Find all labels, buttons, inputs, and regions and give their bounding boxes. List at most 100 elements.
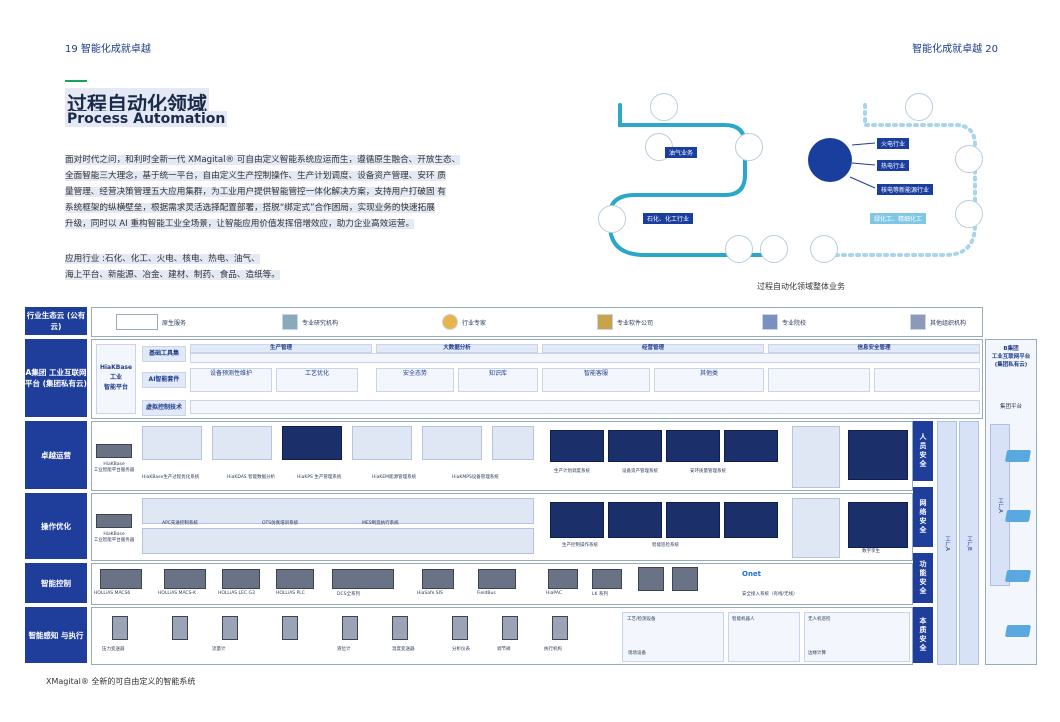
industries-line-1: 应用行业 :石化、化工、火电、核电、热电、油气、 <box>65 254 260 264</box>
eco-item: 专业软件公司 <box>617 320 654 327</box>
row-label-tools: 基础工具集 <box>142 346 186 362</box>
platform-row: HiaKBase 工业 智能平台 基础工具集 AI智能套件 虚拟控制技术 生产管… <box>91 339 983 419</box>
industry-flow-diagram: 油气业务 石化、化工行业 火电行业 热电行业 核电等新能源行业 绿化工、精细化工 <box>595 85 1015 275</box>
terminal-node-icon <box>810 235 838 263</box>
ai-suite: 设备预测性维护 <box>190 368 272 392</box>
group-b-title: B集团 工业互联网平台 (集团私有云) <box>991 346 1031 368</box>
flow-tag: 石化、化工行业 <box>643 213 694 224</box>
opt-list-panel <box>792 498 840 558</box>
bottom-note: XMagital® 全新的可自由定义的智能系统 <box>46 677 196 686</box>
eco-item: 专业院校 <box>782 320 807 327</box>
ops-dashboard <box>666 430 720 462</box>
field-caption: 液位计 <box>337 647 351 652</box>
flow-tag: 热电行业 <box>877 160 910 171</box>
opt-twin-view <box>848 502 908 548</box>
eco-row: 原生服务 专业研究机构 行业专家 专业软件公司 专业院校 其他组织机构 <box>91 307 983 337</box>
opt-caption: 数字孪生 <box>862 549 880 554</box>
transmitter-icon <box>112 616 128 640</box>
sis-icon <box>422 569 454 589</box>
right-page-number: 智能化成就卓越 20 <box>912 44 998 55</box>
ops-dashboard <box>608 430 662 462</box>
opt-caption: MES制造执行系统 <box>362 521 399 526</box>
organization-icon <box>910 314 926 330</box>
ops-3d-view <box>848 430 908 480</box>
valve-icon <box>452 616 468 640</box>
cabinet-icon <box>638 567 664 591</box>
controller-icon <box>164 569 206 589</box>
opt-caption: 生产控制操作系统 <box>562 543 598 548</box>
ops-caption: 生产计划调度系统 <box>554 469 590 474</box>
eco-item: 其他组织机构 <box>930 320 967 327</box>
field-device-group <box>622 612 724 662</box>
intro-line: 升级，同时以 AI 重构智能工业全场景，让智能应用价值发挥倍增效应，助力企业高效… <box>65 219 415 229</box>
cloud-chip-icon <box>1004 570 1032 582</box>
control-caption: HiaSafe SIS <box>417 591 443 596</box>
lane-optimization: 操作优化 <box>25 493 87 559</box>
power-plant-node-icon <box>905 93 933 121</box>
expert-icon <box>442 314 458 330</box>
chemical-plant-node-icon <box>598 205 626 233</box>
ai-suite-blank <box>768 368 870 392</box>
intro-line: 全面智能三大理念，基于统一平台，自由定义生产控制操作、生产计划调度、设备资产管理… <box>65 171 446 181</box>
controller-icon <box>222 569 260 589</box>
server-icon <box>96 444 132 458</box>
opt-dashboard <box>608 502 662 538</box>
ops-caption: HiaKMPS设备管理系统 <box>452 475 499 480</box>
factory-column: 工厂A <box>990 424 1010 586</box>
opt-dashboard <box>666 502 720 538</box>
opt-caption: OTS仿真培训系统 <box>262 521 299 526</box>
factory-node-icon <box>955 145 983 173</box>
lane-eco-cloud: 行业生态云 (公有云) <box>25 307 87 335</box>
intro-line: 系统框架的纵横壁垒，根据需求灵活选择配置部署，搭脱“绑定式”合作困局，实现业务的… <box>65 203 435 213</box>
company-logo <box>116 314 158 330</box>
cabinet-icon <box>672 567 698 591</box>
ai-suite: 知识库 <box>458 368 538 392</box>
intro-line: 量管理、经营决策管理五大应用集群，为工业用户提供智能管控一体化解决方案，支持用户… <box>65 187 446 197</box>
actuator-icon <box>552 616 568 640</box>
lane-perception: 智能感知 与执行 <box>25 607 87 663</box>
field-caption: 工艺/检测设备 <box>627 617 656 622</box>
dcs-icon <box>332 569 394 589</box>
transmitter-icon <box>222 616 238 640</box>
factory-column-b: 工厂B <box>959 421 979 665</box>
vbar-personnel-safety: 人员安全 <box>913 421 933 481</box>
field-caption: 现场设备 <box>628 651 646 656</box>
opt-screenshots-top <box>142 498 534 524</box>
ai-suite: 工艺优化 <box>276 368 358 392</box>
lk-icon <box>592 569 622 589</box>
row-label-virtual: 虚拟控制技术 <box>142 400 186 416</box>
research-icon <box>282 314 298 330</box>
section-title-en: Process Automation <box>65 111 228 127</box>
level-icon <box>392 616 408 640</box>
ai-suite-blank <box>874 368 980 392</box>
control-caption: DCS全系列 <box>337 592 360 597</box>
opt-dashboard <box>724 502 778 538</box>
group-production: 生产管理 <box>190 344 372 353</box>
control-caption: FieldBus <box>477 591 496 596</box>
factory-column-a: 工厂A <box>937 421 957 665</box>
control-caption: HiaPAC <box>546 591 562 596</box>
ops-caption: 安环质量管理系统 <box>690 469 726 474</box>
ops-caption: HiaKBase生产过程优化系统 <box>142 475 200 480</box>
cloud-chip-icon <box>1004 510 1032 522</box>
oil-well-node-icon <box>650 93 678 121</box>
ops-screenshot <box>422 426 482 460</box>
control-caption: HOLLiAS PLC <box>276 591 305 596</box>
flow-tag: 核电等新能源行业 <box>877 184 934 195</box>
ops-list-panel <box>792 426 840 488</box>
ops-dashboard <box>724 430 778 462</box>
valve-icon <box>502 616 518 640</box>
vbar-network-safety: 网络安全 <box>913 487 933 547</box>
intro-line: 面对时代之问，和利时全新一代 XMagital® 可自由定义智能系统应运而生，遵… <box>65 155 461 165</box>
control-caption: 安全接入系统（有线/无线） <box>742 592 798 597</box>
lane-operations: 卓越运营 <box>25 421 87 489</box>
central-hub-icon <box>808 138 852 182</box>
perception-row: 压力变送器 流量计 液位计 温度变送器 分析仪表 调节阀 执行机构 工艺/检测设… <box>91 607 913 665</box>
ops-caption: 设备资产管理系统 <box>622 469 658 474</box>
ops-screenshot <box>492 426 534 460</box>
field-caption: 智能机器人 <box>732 617 755 622</box>
platform-name: HiaKBase 工业 智能平台 <box>96 344 136 414</box>
controller-icon <box>100 569 142 589</box>
row-label-ai: AI智能套件 <box>142 372 186 388</box>
field-caption: 压力变送器 <box>102 647 125 652</box>
